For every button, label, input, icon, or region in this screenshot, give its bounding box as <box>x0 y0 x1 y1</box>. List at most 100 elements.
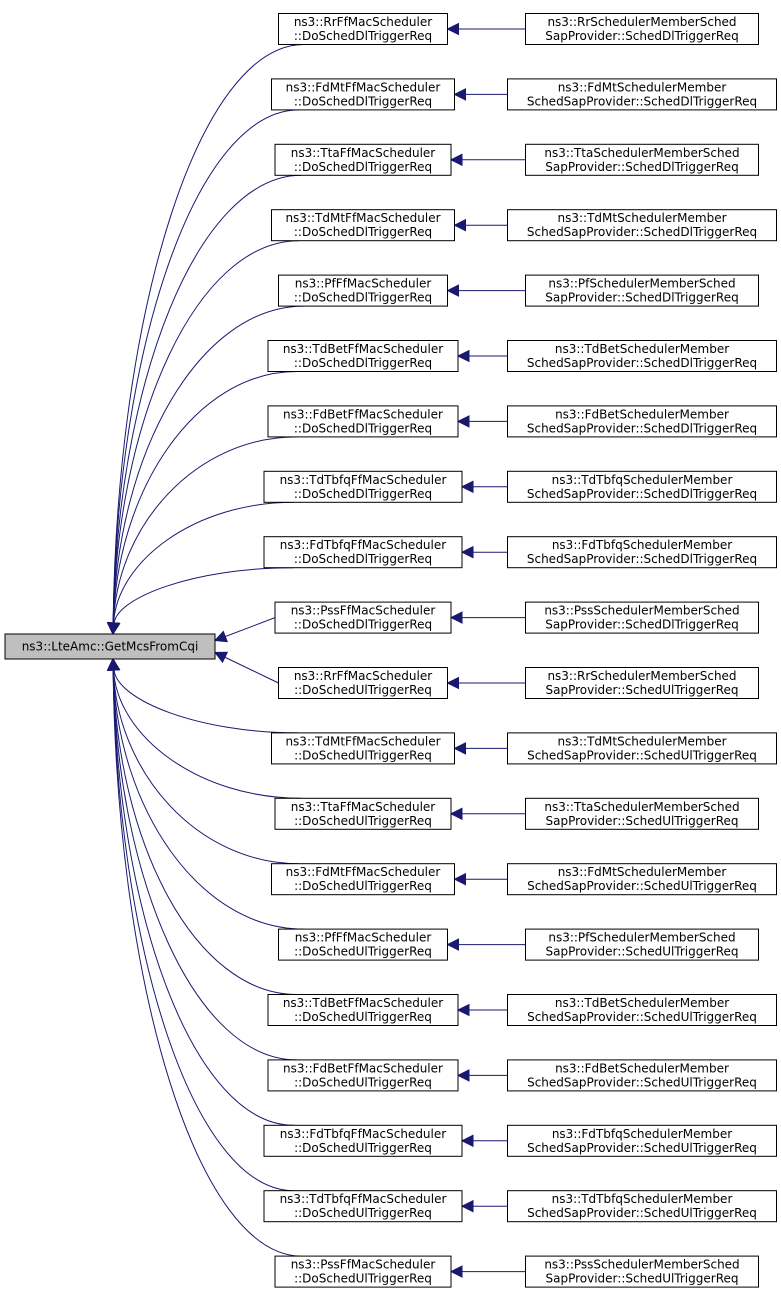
sap-provider-node[interactable]: ns3::TdBetSchedulerMemberSchedSapProvide… <box>507 994 777 1026</box>
sap-provider-node[interactable]: ns3::FdTbfqSchedulerMemberSchedSapProvid… <box>507 1124 777 1157</box>
caller-node[interactable]: ns3::FdTbfqFfMacScheduler::DoSchedDlTrig… <box>263 536 463 569</box>
nodes-layer: ns3::LteAmc::GetMcsFromCqins3::RrFfMacSc… <box>4 13 777 1288</box>
sap-provider-node-box <box>507 405 777 438</box>
node-label-line: SchedSapProvider::SchedDlTriggerReq <box>527 94 757 108</box>
edge-curve <box>113 567 294 624</box>
node-label-line: SchedSapProvider::SchedDlTriggerReq <box>527 225 757 239</box>
node-label-line: ns3::TdBetSchedulerMember <box>555 996 729 1010</box>
node-label-line: ::DoSchedDlTriggerReq <box>294 487 432 501</box>
node-label-line: ns3::PfFfMacScheduler <box>295 277 432 291</box>
caller-node[interactable]: ns3::PssFfMacScheduler::DoSchedUlTrigger… <box>274 1255 452 1288</box>
edge-arrowhead <box>453 218 466 232</box>
node-label-line: ns3::RrSchedulerMemberSched <box>547 669 736 683</box>
edge-arrowhead <box>106 657 120 671</box>
caller-node[interactable]: ns3::TdMtFfMacScheduler::DoSchedUlTrigge… <box>271 732 455 765</box>
edge-arrowhead <box>453 742 466 755</box>
sap-provider-node-box <box>507 209 777 242</box>
call-edge <box>446 22 526 36</box>
caller-node[interactable]: ns3::TdMtFfMacScheduler::DoSchedDlTrigge… <box>271 209 455 242</box>
node-label-line: ns3::RrSchedulerMemberSched <box>547 15 736 29</box>
sap-provider-node[interactable]: ns3::FdTbfqSchedulerMemberSchedSapProvid… <box>507 536 777 569</box>
node-label-line: ::DoSchedDlTriggerReq <box>294 225 432 239</box>
call-edge <box>107 436 297 636</box>
sap-provider-node-box <box>507 78 777 111</box>
caller-node[interactable]: ns3::TdTbfqFfMacScheduler::DoSchedDlTrig… <box>263 470 463 503</box>
sap-provider-node[interactable]: ns3::TtaSchedulerMemberSchedSapProvider:… <box>525 143 759 176</box>
caller-node-box <box>271 78 455 111</box>
sap-provider-node[interactable]: ns3::TdMtSchedulerMemberSchedSapProvider… <box>507 732 777 765</box>
node-label-line: ::DoSchedUlTriggerReq <box>294 814 432 828</box>
node-label-line: ns3::TtaSchedulerMemberSched <box>544 146 739 160</box>
caller-node[interactable]: ns3::PssFfMacScheduler::DoSchedDlTrigger… <box>274 601 452 634</box>
caller-node[interactable]: ns3::RrFfMacScheduler::DoSchedUlTriggerR… <box>278 667 448 699</box>
call-edge <box>456 349 508 363</box>
node-label-line: ::DoSchedDlTriggerReq <box>294 160 432 174</box>
node-label-line: ns3::FdTbfqSchedulerMember <box>552 538 732 552</box>
edge-curve <box>113 501 294 624</box>
caller-node[interactable]: ns3::TdBetFfMacScheduler::DoSchedDlTrigg… <box>267 340 459 372</box>
edge-curve <box>112 44 304 624</box>
node-label-line: SchedSapProvider::SchedDlTriggerReq <box>527 421 757 435</box>
sap-provider-node[interactable]: ns3::TdBetSchedulerMemberSchedSapProvide… <box>507 340 777 372</box>
sap-provider-node[interactable]: ns3::TdTbfqSchedulerMemberSchedSapProvid… <box>507 470 777 503</box>
caller-node-box <box>278 274 448 307</box>
edge-arrowhead <box>449 1265 463 1278</box>
edge-arrowhead <box>446 676 459 690</box>
sap-provider-node[interactable]: ns3::TtaSchedulerMemberSchedSapProvider:… <box>525 797 759 830</box>
node-label-line: SchedSapProvider::SchedUlTriggerReq <box>527 1141 757 1155</box>
node-label-line: ns3::FdMtFfMacScheduler <box>286 80 441 94</box>
caller-node-box <box>263 536 463 569</box>
caller-node[interactable]: ns3::FdTbfqFfMacScheduler::DoSchedUlTrig… <box>263 1124 463 1157</box>
call-edge <box>449 807 526 821</box>
caller-node[interactable]: ns3::TdBetFfMacScheduler::DoSchedUlTrigg… <box>267 994 459 1026</box>
edge-arrowhead <box>453 872 466 886</box>
node-label-line: ns3::TdTbfqFfMacScheduler <box>280 473 447 487</box>
sap-provider-node[interactable]: ns3::FdBetSchedulerMemberSchedSapProvide… <box>507 1059 777 1092</box>
edge-curve <box>112 240 299 624</box>
sap-provider-node[interactable]: ns3::RrSchedulerMemberSchedSapProvider::… <box>525 13 759 45</box>
caller-node[interactable]: ns3::RrFfMacScheduler::DoSchedDlTriggerR… <box>278 13 448 45</box>
node-label-line: ns3::FdMtFfMacScheduler <box>286 865 441 879</box>
caller-node[interactable]: ns3::TdTbfqFfMacScheduler::DoSchedUlTrig… <box>263 1190 463 1223</box>
caller-node[interactable]: ns3::FdBetFfMacScheduler::DoSchedDlTrigg… <box>267 405 459 438</box>
edge-arrowhead <box>460 545 474 559</box>
caller-node[interactable]: ns3::FdMtFfMacScheduler::DoSchedUlTrigge… <box>271 863 455 896</box>
sap-provider-node[interactable]: ns3::TdTbfqSchedulerMemberSchedSapProvid… <box>507 1190 777 1223</box>
caller-node[interactable]: ns3::TtaFfMacScheduler::DoSchedUlTrigger… <box>274 797 452 830</box>
call-edge <box>106 657 294 1192</box>
sap-provider-node[interactable]: ns3::FdBetSchedulerMemberSchedSapProvide… <box>507 405 777 438</box>
sap-provider-node[interactable]: ns3::PssSchedulerMemberSchedSapProvider:… <box>525 601 759 634</box>
sap-provider-node[interactable]: ns3::RrSchedulerMemberSchedSapProvider::… <box>525 667 759 699</box>
caller-node-box <box>263 1190 463 1223</box>
edge-arrowhead <box>446 938 459 951</box>
edge-curve <box>113 669 299 734</box>
caller-node[interactable]: ns3::PfFfMacScheduler::DoSchedDlTriggerR… <box>278 274 448 307</box>
node-label-line: ns3::PssSchedulerMemberSched <box>544 604 739 618</box>
sap-provider-node[interactable]: ns3::FdMtSchedulerMemberSchedSapProvider… <box>507 78 777 111</box>
caller-node-box <box>263 470 463 503</box>
node-label-line: ns3::TdBetSchedulerMember <box>555 342 729 356</box>
caller-node[interactable]: ns3::FdMtFfMacScheduler::DoSchedDlTrigge… <box>271 78 455 111</box>
caller-node-box <box>271 209 455 242</box>
node-label-line: ns3::TdTbfqSchedulerMember <box>552 473 733 487</box>
sap-provider-node[interactable]: ns3::TdMtSchedulerMemberSchedSapProvider… <box>507 209 777 242</box>
sap-provider-node[interactable]: ns3::FdMtSchedulerMemberSchedSapProvider… <box>507 863 777 896</box>
node-label-line: SchedSapProvider::SchedUlTriggerReq <box>527 1075 757 1089</box>
caller-node-box <box>267 994 459 1026</box>
caller-node[interactable]: ns3::FdBetFfMacScheduler::DoSchedUlTrigg… <box>267 1059 459 1092</box>
node-label-line: ns3::TdMtSchedulerMember <box>557 734 726 748</box>
sap-provider-node[interactable]: ns3::PfSchedulerMemberSchedSapProvider::… <box>525 928 759 961</box>
sap-provider-node[interactable]: ns3::PfSchedulerMemberSchedSapProvider::… <box>525 274 759 307</box>
node-label-line: ns3::PssFfMacScheduler <box>291 1258 436 1272</box>
caller-node[interactable]: ns3::PfFfMacScheduler::DoSchedUlTriggerR… <box>278 928 448 961</box>
sap-provider-node[interactable]: ns3::PssSchedulerMemberSchedSapProvider:… <box>525 1255 759 1288</box>
caller-node-box <box>271 732 455 765</box>
root-node[interactable]: ns3::LteAmc::GetMcsFromCqi <box>4 633 216 660</box>
edge-curve <box>112 436 297 624</box>
node-label-line: ::DoSchedDlTriggerReq <box>294 618 432 632</box>
call-edge <box>453 872 508 886</box>
call-edge <box>460 1134 508 1148</box>
caller-node[interactable]: ns3::TtaFfMacScheduler::DoSchedDlTrigger… <box>274 143 452 176</box>
call-edge <box>446 676 526 690</box>
node-label-line: ns3::TdTbfqFfMacScheduler <box>280 1192 447 1206</box>
